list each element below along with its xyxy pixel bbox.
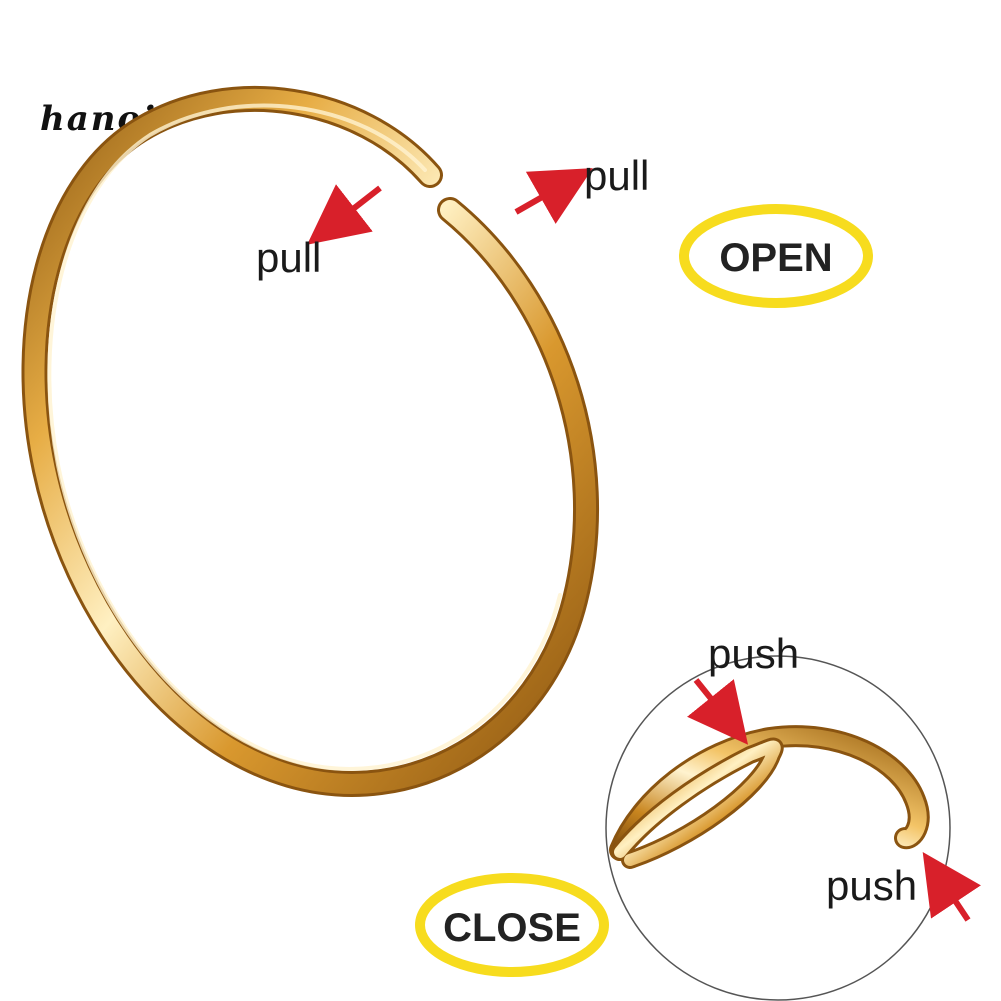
- open-badge: OPEN: [679, 204, 873, 308]
- pull-arrow-right: [514, 168, 593, 224]
- push-arrow-top: [687, 678, 749, 745]
- push-arrow-bottom: [922, 852, 981, 922]
- push-label-bottom: push: [826, 862, 917, 909]
- push-label-top: push: [708, 630, 799, 677]
- close-badge-label: CLOSE: [443, 906, 581, 950]
- pull-arrow-left: [307, 184, 382, 245]
- pull-label-right: pull: [584, 152, 649, 199]
- open-badge-label: OPEN: [719, 236, 832, 280]
- close-badge: CLOSE: [415, 873, 609, 977]
- open-ring: [21, 86, 599, 797]
- pull-label-left: pull: [256, 234, 321, 281]
- close-detail-inset: [605, 655, 951, 1001]
